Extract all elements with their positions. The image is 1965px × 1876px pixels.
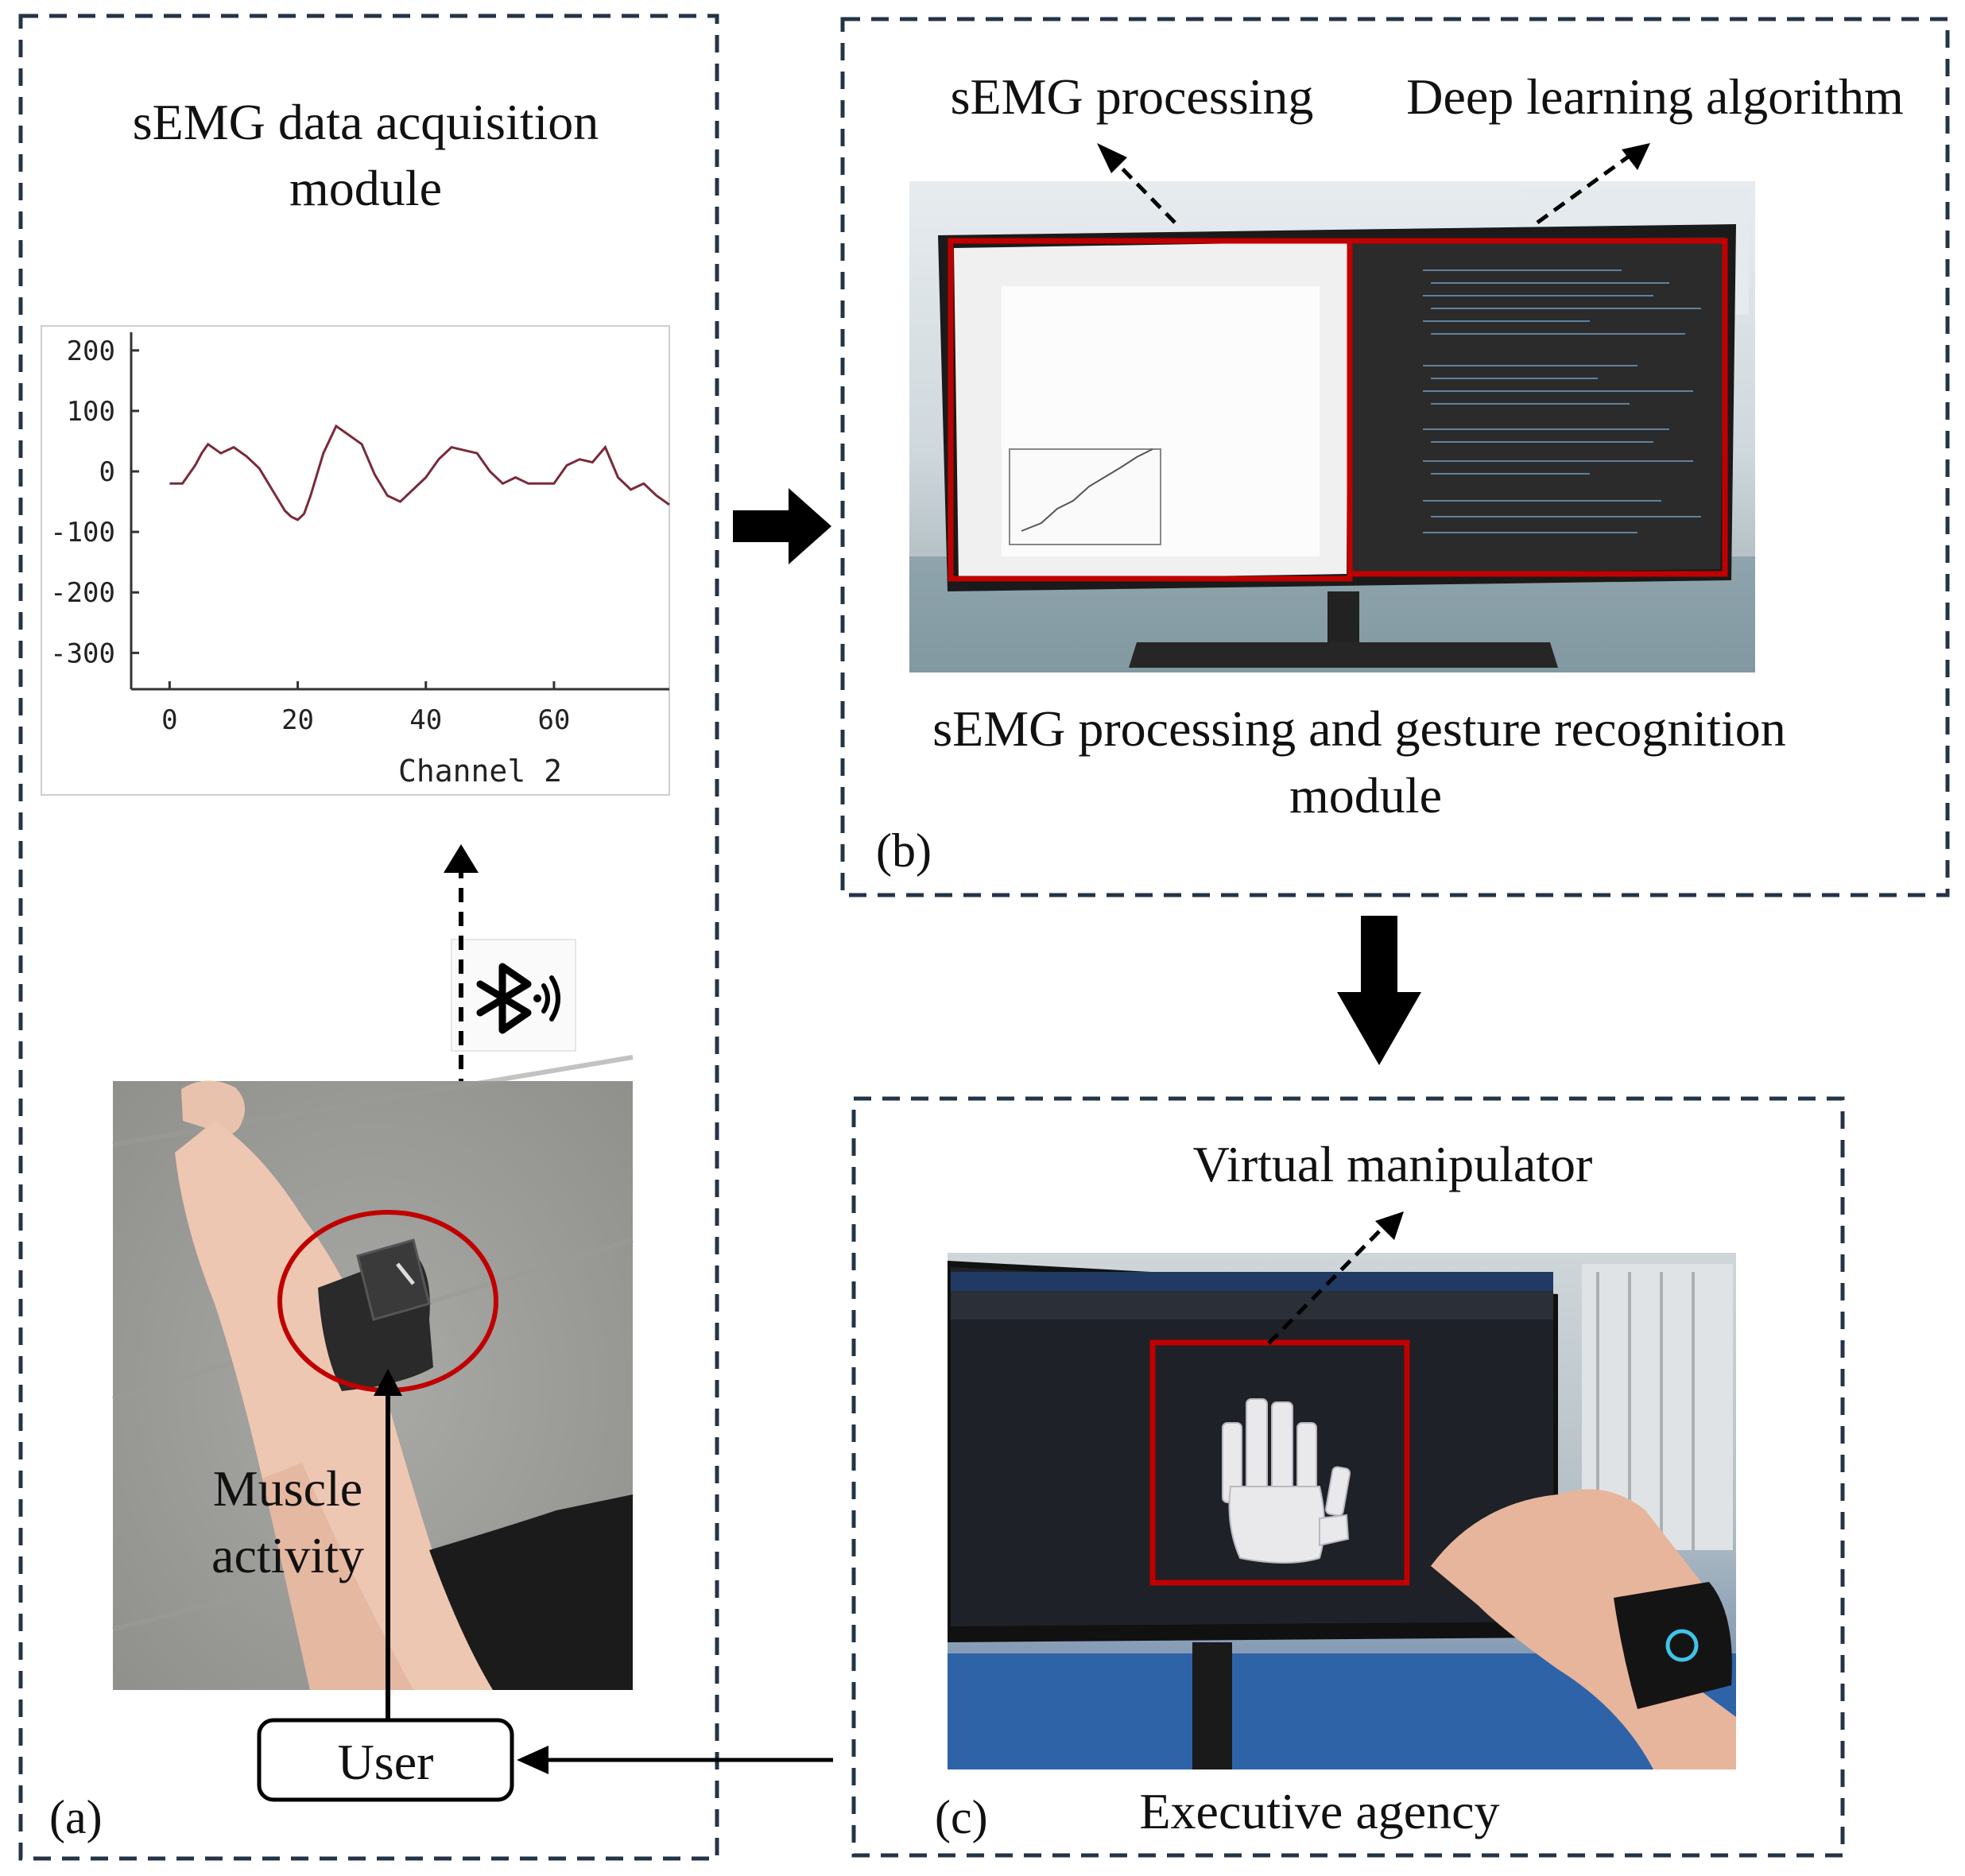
x-tick-label: 40	[409, 704, 442, 736]
robot-hand-model-icon	[1222, 1398, 1351, 1564]
emg-signal-chart: 0 20 40 60 200 100 0 -100 -200 -300 Channel 2	[41, 325, 670, 796]
y-tick-label: -300	[50, 638, 115, 669]
panel-a-title-line2: module	[289, 160, 442, 216]
panel-c-tag: (c)	[935, 1791, 988, 1843]
feedback-arrowhead	[517, 1746, 548, 1774]
panel-c-label-virtual-manipulator: Virtual manipulator	[1193, 1136, 1593, 1192]
arrowhead-virtual-manipulator	[1375, 1211, 1404, 1240]
chart-tick-labels: 0 20 40 60 200 100 0 -100 -200 -300	[50, 335, 570, 736]
user-box-label: User	[338, 1734, 434, 1790]
arrow-to-sEMG-processing-label	[1111, 157, 1176, 224]
panel-b-caption-line2: module	[1289, 767, 1442, 824]
muscle-activity-label-line1: Muscle	[213, 1460, 362, 1517]
panel-a-border	[18, 14, 719, 1861]
x-tick-label: 20	[281, 704, 314, 736]
muscle-activity-label-line2: activity	[211, 1527, 364, 1583]
panel-c-caption: Executive agency	[1139, 1783, 1499, 1839]
panel-b-border	[840, 17, 1950, 897]
y-tick-label: 0	[99, 456, 115, 488]
chart-frame	[41, 325, 670, 796]
monitor-photo-b	[909, 181, 1755, 672]
panel-b-label-deep-learning: Deep learning algorithm	[1406, 68, 1904, 125]
panel-a-title-line1: sEMG data acquisition	[133, 94, 599, 150]
x-tick-label: 0	[161, 704, 177, 736]
bluetooth-badge	[451, 939, 576, 1052]
bluetooth-transfer-arrowhead	[444, 844, 479, 873]
bluetooth-signal-icon	[476, 963, 560, 1034]
chart-x-axis-label: Channel 2	[398, 754, 562, 789]
chart-series-line	[169, 424, 670, 521]
y-tick-label: -100	[50, 517, 115, 548]
arrow-to-virtual-manipulator-label	[1267, 1223, 1388, 1345]
x-tick-label: 60	[537, 704, 570, 736]
flow-arrow-a-to-b	[733, 488, 831, 564]
panel-b-tag: (b)	[876, 824, 932, 877]
arrowhead-deep-learning	[1622, 143, 1650, 170]
chart-ticks	[131, 349, 556, 689]
arrow-to-deep-learning-label	[1536, 153, 1631, 225]
wristband-arm-photo	[112, 1055, 634, 1690]
panel-b-label-sEMG-processing: sEMG processing	[951, 68, 1314, 125]
user-box	[257, 1718, 514, 1802]
y-tick-label: 200	[67, 335, 115, 367]
user-to-wristband-arrowhead	[374, 1369, 402, 1396]
arrowhead-sEMG-processing	[1097, 143, 1127, 173]
highlight-virtual-manipulator	[1149, 1339, 1410, 1586]
y-tick-label: 100	[67, 396, 115, 428]
panel-a-tag: (a)	[49, 1791, 103, 1843]
y-tick-label: -200	[50, 577, 115, 609]
highlight-deep-learning-screen	[1347, 238, 1728, 577]
panel-b-caption-line1: sEMG processing and gesture recognition	[932, 700, 1786, 757]
flow-arrow-b-to-c	[1337, 916, 1421, 1065]
panel-c-border	[851, 1096, 1845, 1858]
monitor-photo-c	[948, 1253, 1736, 1769]
